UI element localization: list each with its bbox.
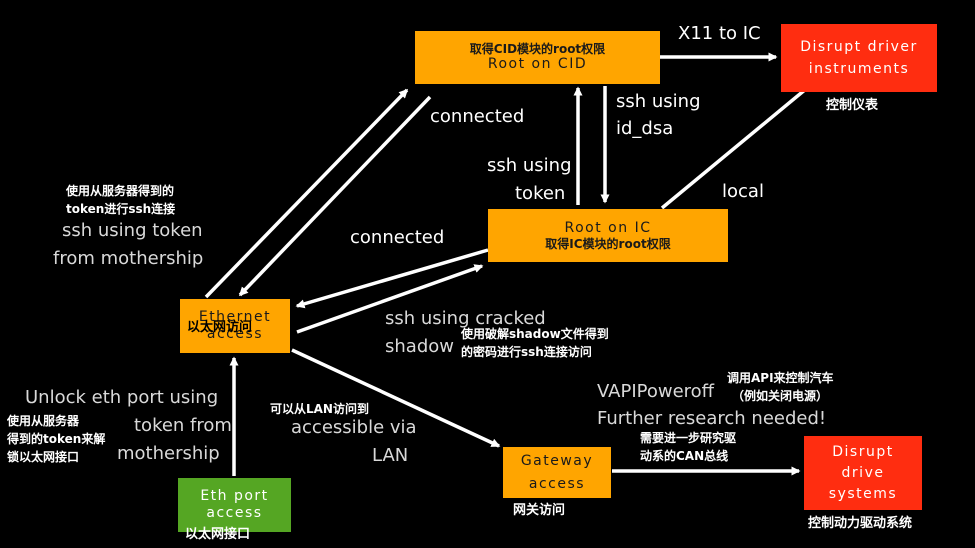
annotation-gateway: 网关访问 <box>513 503 566 518</box>
node-eth-port-access: Eth port access <box>178 478 291 532</box>
label-further-research: Further research needed! <box>597 408 827 429</box>
annotation-lan-cn: 可以从LAN访问到 <box>270 402 369 416</box>
node-root-on-ic-label: Root on IC <box>564 219 652 236</box>
edge-ic-to-disrupt-driver <box>660 82 814 210</box>
edge-cid-to-ethernet <box>238 95 432 297</box>
edge-ethernet-to-cid <box>204 88 409 299</box>
annotation-disrupt-drive: 控制动力驱动系统 <box>808 516 913 531</box>
node-gateway-access: Gateway access <box>503 447 611 498</box>
annotation-further-cn-1: 需要进一步研究驱 <box>640 431 737 445</box>
label-lan-2: LAN <box>372 445 409 466</box>
label-ssh-token-2: token <box>515 183 566 204</box>
node-root-on-cid-cn: 取得CID模块的root权限 <box>469 41 606 56</box>
annotation-cracked-cn-2: 的密码进行ssh连接访问 <box>461 345 592 359</box>
annotation-mothership-cn-1: 使用从服务器得到的 <box>66 184 175 198</box>
label-ssh-mothership-2: from mothership <box>53 248 204 269</box>
node-root-on-cid-label: Root on CID <box>487 55 588 72</box>
label-ssh-token-1: ssh using <box>487 155 572 176</box>
edge-ethernet-to-ic <box>296 264 484 334</box>
node-eth-port-label: Eth port access <box>200 487 269 522</box>
node-disrupt-drive-systems: Disrupt drive systems <box>804 436 922 510</box>
label-unlock-3: mothership <box>117 443 220 464</box>
edge-ic-to-ethernet <box>295 248 489 309</box>
edge-ethernet-to-gateway <box>291 348 501 448</box>
node-root-on-ic-cn: 取得IC模块的root权限 <box>545 237 671 252</box>
label-unlock-1: Unlock eth port using <box>25 387 219 408</box>
label-x11-to-ic: X11 to IC <box>678 23 761 44</box>
label-ssh-cracked-2: shadow <box>385 336 454 357</box>
label-connected-mid: connected <box>350 227 445 248</box>
annotation-vapi-cn-1: 调用API来控制汽车 <box>727 371 834 385</box>
node-disrupt-driver-label: Disrupt driver instruments <box>800 38 918 77</box>
annotation-ethernet-cn: 以太网访问 <box>187 320 253 335</box>
label-ssh-id-dsa-2: id_dsa <box>616 118 674 139</box>
annotation-eth-port-cn: 以太网接口 <box>185 527 251 542</box>
label-ssh-mothership-1: ssh using token <box>62 220 203 241</box>
node-disrupt-drive-label: Disrupt drive systems <box>828 443 898 502</box>
label-ssh-id-dsa-1: ssh using <box>616 91 701 112</box>
label-lan-1: accessible via <box>291 417 417 438</box>
node-ethernet-access: Ethernet access <box>180 299 290 353</box>
annotation-mothership-cn-2: token进行ssh连接 <box>66 202 176 216</box>
annotation-unlock-cn-2: 得到的token来解 <box>7 432 106 446</box>
annotation-unlock-cn-3: 锁以太网接口 <box>7 450 80 464</box>
node-ethernet-label: Ethernet access <box>198 308 272 343</box>
node-disrupt-driver-instruments: Disrupt driver instruments <box>781 24 937 92</box>
label-vapi-poweroff: VAPIPoweroff <box>597 381 715 402</box>
annotation-vapi-cn-2: （例如关闭电源） <box>732 389 829 403</box>
label-unlock-2: token from <box>134 415 232 436</box>
label-connected-top: connected <box>430 106 525 127</box>
annotation-cracked-cn-1: 使用破解shadow文件得到 <box>461 327 609 341</box>
annotation-unlock-cn-1: 使用从服务器 <box>7 414 80 428</box>
annotation-further-cn-2: 动系的CAN总线 <box>640 449 729 463</box>
label-ssh-cracked-1: ssh using cracked <box>385 308 546 329</box>
label-local: local <box>722 181 764 202</box>
node-root-on-ic: Root on IC 取得IC模块的root权限 <box>488 209 728 262</box>
node-root-on-cid: 取得CID模块的root权限 Root on CID <box>415 31 660 84</box>
annotation-disrupt-driver: 控制仪表 <box>826 98 879 113</box>
node-gateway-label: Gateway access <box>520 453 594 492</box>
